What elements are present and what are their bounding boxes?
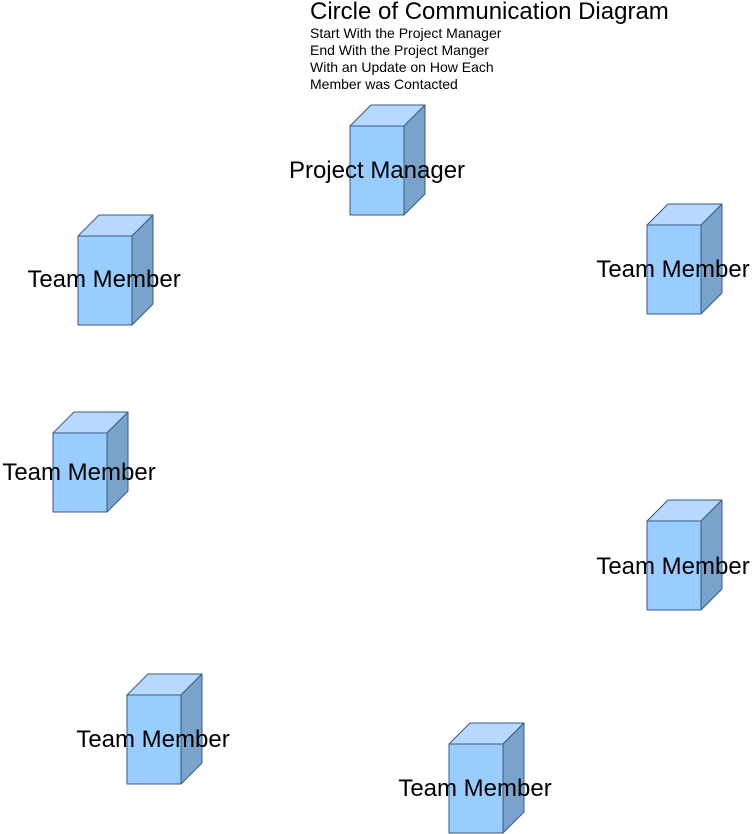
cube-front-face: [646, 520, 702, 611]
cube-front-face: [646, 224, 702, 315]
node-label: Project Manager: [288, 157, 466, 184]
subtitle-line: Member was Contacted: [310, 76, 458, 92]
diagram-subtitle: Start With the Project Manager End With …: [310, 25, 501, 93]
cube-shape: [77, 214, 154, 326]
node-label: Team Member: [76, 726, 230, 753]
node-label: Team Member: [2, 459, 156, 486]
cube-front-face: [52, 432, 108, 513]
cube-shape: [646, 203, 723, 315]
cube-shape: [349, 104, 426, 216]
subtitle-line: End With the Project Manger: [310, 42, 489, 58]
node-label: Team Member: [398, 775, 552, 802]
cube-shape: [52, 411, 129, 513]
cube-front-face: [349, 125, 405, 216]
node-label: Team Member: [596, 256, 750, 283]
cube-front-face: [77, 235, 133, 326]
cube-shape: [448, 722, 525, 834]
node-label: Team Member: [596, 553, 750, 580]
cube-shape: [126, 673, 203, 785]
cube-front-face: [126, 694, 182, 785]
cube-front-face: [448, 743, 504, 834]
subtitle-line: Start With the Project Manager: [310, 25, 502, 41]
cube-shape: [646, 499, 723, 611]
node-label: Team Member: [27, 266, 181, 293]
diagram-title: Circle of Communication Diagram: [310, 0, 669, 25]
subtitle-line: With an Update on How Each: [310, 59, 494, 75]
